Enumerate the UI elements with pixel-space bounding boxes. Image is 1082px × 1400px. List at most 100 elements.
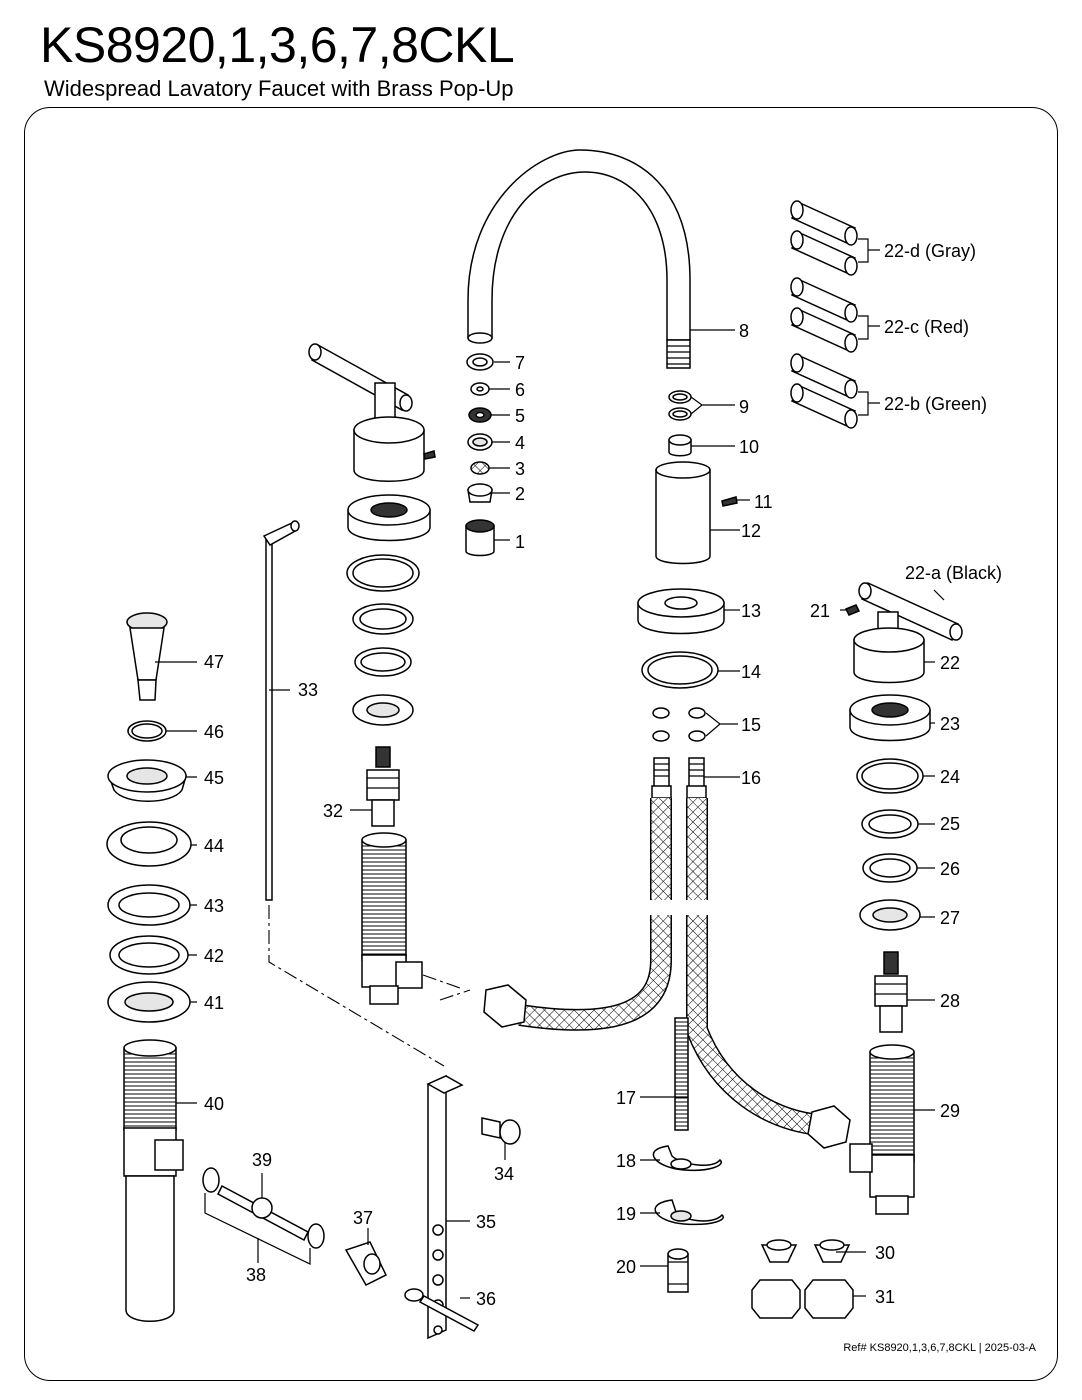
label-27: 27: [940, 908, 960, 928]
label-12: 12: [741, 521, 761, 541]
drain-body-40: [123, 1039, 184, 1322]
pivot-nut-37: [344, 1241, 387, 1286]
pivot-rod-39-38: [202, 1167, 325, 1265]
right-escutcheon-23: [849, 694, 931, 742]
diagram-frame: [24, 107, 1058, 1381]
label-26: 26: [940, 859, 960, 879]
label-5: 5: [515, 406, 525, 426]
label-23: 23: [940, 714, 960, 734]
label-40: 40: [204, 1094, 224, 1114]
label-22a: 22-a (Black): [905, 563, 1002, 583]
threaded-rod-17: [674, 1017, 689, 1131]
hose-o-rings-15: [652, 707, 706, 742]
aerator-insert-2: [467, 483, 493, 503]
label-25: 25: [940, 814, 960, 834]
mounting-bracket-18: [652, 1145, 722, 1172]
label-14: 14: [741, 662, 761, 682]
label-34: 34: [494, 1164, 514, 1184]
linkage-dashline: [268, 905, 471, 1067]
label-10: 10: [739, 437, 759, 457]
aerator-mesh-3: [470, 461, 490, 475]
spout: [467, 149, 691, 369]
reference-number: Ref# KS8920,1,3,6,7,8CKL | 2025-03-A: [843, 1342, 1036, 1354]
aerator-washer-7: [466, 353, 494, 371]
label-2: 2: [515, 484, 525, 504]
label-22d: 22-d (Gray): [884, 241, 976, 261]
clevis-screw-34: [481, 1117, 521, 1145]
page-title: KS8920,1,3,6,7,8CKL: [40, 17, 515, 73]
spout-nut-10: [668, 434, 692, 457]
valve-cartridge-32: [366, 746, 400, 827]
washers-41-46: [106, 720, 192, 1023]
label-20: 20: [616, 1257, 636, 1277]
label-31: 31: [875, 1287, 895, 1307]
aerator-screen-5: [468, 407, 492, 423]
label-22b: 22-b (Green): [884, 394, 987, 414]
mounting-plate-19: [654, 1199, 724, 1226]
label-6: 6: [515, 380, 525, 400]
mounting-nut-20: [667, 1248, 689, 1293]
left-valve-body: [361, 832, 423, 1005]
label-42: 42: [204, 946, 224, 966]
right-valve-body-29: [849, 1044, 915, 1215]
label-13: 13: [741, 601, 761, 621]
supply-hoses-16: [483, 757, 851, 1149]
label-21: 21: [810, 601, 830, 621]
spout-flange-13: [637, 588, 725, 635]
aerator-ring-4: [467, 433, 493, 451]
label-3: 3: [515, 459, 525, 479]
spout-base-12: [655, 461, 711, 565]
compression-nuts-31: [751, 1279, 854, 1319]
lift-rod-33: [262, 520, 300, 901]
label-32: 32: [323, 801, 343, 821]
label-39: 39: [252, 1150, 272, 1170]
label-15: 15: [741, 715, 761, 735]
spout-gasket-14: [641, 651, 719, 689]
label-29: 29: [940, 1101, 960, 1121]
set-screw-11: [721, 496, 738, 507]
label-38: 38: [246, 1265, 266, 1285]
label-44: 44: [204, 836, 224, 856]
label-7: 7: [515, 353, 525, 373]
label-17: 17: [616, 1088, 636, 1108]
page-subtitle: Widespread Lavatory Faucet with Brass Po…: [44, 76, 514, 101]
compression-sleeves-30: [760, 1239, 851, 1263]
label-37: 37: [353, 1208, 373, 1228]
label-35: 35: [476, 1212, 496, 1232]
label-16: 16: [741, 768, 761, 788]
label-18: 18: [616, 1151, 636, 1171]
aerator-housing-1: [465, 519, 495, 557]
label-33: 33: [298, 680, 318, 700]
label-36: 36: [476, 1289, 496, 1309]
pop-up-stopper-47: [126, 612, 168, 701]
label-41: 41: [204, 993, 224, 1013]
valve-cartridge-28: [874, 951, 908, 1033]
label-43: 43: [204, 896, 224, 916]
label-19: 19: [616, 1204, 636, 1224]
left-escutcheon: [347, 494, 431, 542]
left-handle: [308, 343, 436, 482]
label-30: 30: [875, 1243, 895, 1263]
label-1: 1: [515, 532, 525, 552]
label-24: 24: [940, 767, 960, 787]
label-22c: 22-c (Red): [884, 317, 969, 337]
label-9: 9: [739, 397, 749, 417]
label-22: 22: [940, 653, 960, 673]
spring-clip-36: [404, 1288, 480, 1332]
label-11: 11: [754, 492, 773, 512]
aerator-washer-6: [470, 382, 490, 396]
clevis-strap-35: [426, 1074, 464, 1340]
label-46: 46: [204, 722, 224, 742]
label-4: 4: [515, 433, 525, 453]
label-8: 8: [739, 321, 749, 341]
leader-lines: [155, 238, 945, 1299]
right-handle-22: [853, 581, 963, 684]
handle-caps-22: [790, 200, 858, 429]
part-labels: 1 2 3 4 5 6 7 8 9 10 11 12 13 14 15 16 1…: [204, 241, 1002, 1309]
label-47: 47: [204, 652, 224, 672]
spout-o-rings-9: [668, 390, 692, 421]
set-screw-21: [844, 604, 861, 616]
label-28: 28: [940, 991, 960, 1011]
label-45: 45: [204, 768, 224, 788]
